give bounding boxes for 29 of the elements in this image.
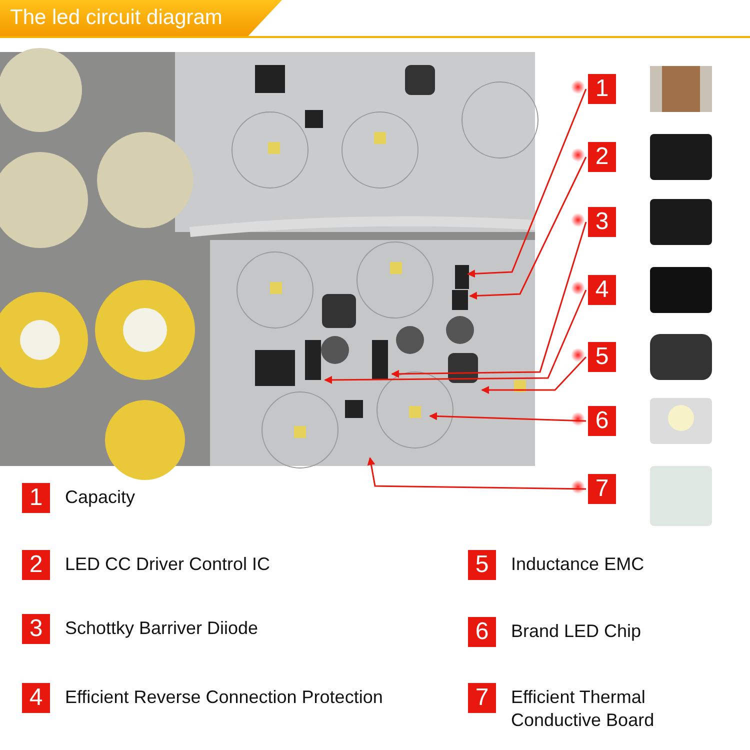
number-badge: 2 bbox=[22, 550, 50, 580]
number-badge: 7 bbox=[468, 683, 496, 713]
callout-number: 4 bbox=[588, 275, 616, 305]
item-description: Efficient Reverse Connection Protection bbox=[65, 686, 384, 709]
number-badge: 6 bbox=[468, 617, 496, 647]
leader-line bbox=[391, 213, 587, 378]
leader-line bbox=[429, 412, 586, 426]
leader-line bbox=[367, 457, 586, 494]
callout-number: 5 bbox=[588, 342, 616, 372]
leader-line bbox=[324, 281, 587, 384]
item-description: Inductance EMC bbox=[511, 553, 646, 576]
callout-number: 2 bbox=[588, 142, 616, 172]
callout-number: 3 bbox=[588, 207, 616, 237]
leader-line bbox=[467, 80, 587, 278]
leader-line bbox=[481, 348, 587, 394]
item-description: Schottky Barriver Diiode bbox=[65, 617, 260, 640]
number-badge: 3 bbox=[22, 614, 50, 644]
item-description: Brand LED Chip bbox=[511, 620, 642, 643]
callout-number: 1 bbox=[588, 74, 616, 104]
number-badge: 5 bbox=[468, 550, 496, 580]
callout-number: 6 bbox=[588, 406, 616, 436]
callout-number: 7 bbox=[588, 474, 616, 504]
number-badge: 1 bbox=[22, 483, 50, 513]
item-description: LED CC Driver Control IC bbox=[65, 553, 272, 576]
title: The led circuit diagram bbox=[10, 6, 222, 29]
leader-line bbox=[469, 148, 587, 300]
item-description: Capacity bbox=[65, 486, 136, 509]
number-badge: 4 bbox=[22, 683, 50, 713]
item-description: Efficient Thermal Conductive Board bbox=[511, 686, 656, 732]
